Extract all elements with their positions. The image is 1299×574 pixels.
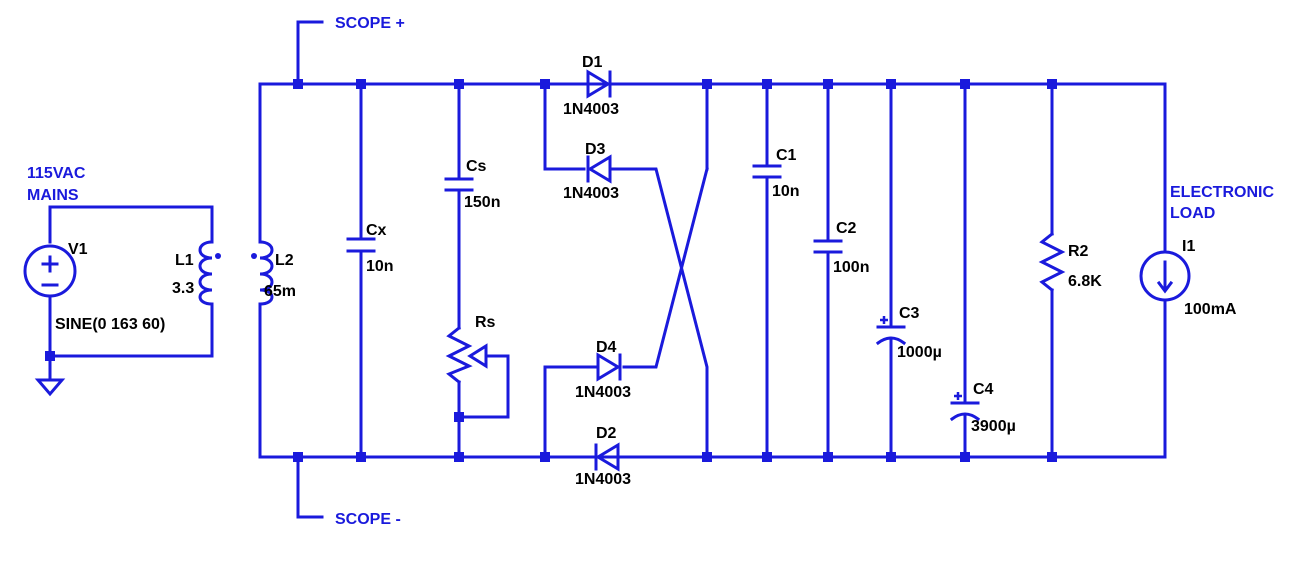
diode-d1: [586, 69, 612, 99]
c3-name: C3: [899, 305, 920, 322]
i1-name: I1: [1182, 238, 1195, 255]
capacitor-cx: [346, 82, 376, 459]
diode-d3: [586, 154, 612, 184]
junction-dot: [702, 79, 712, 89]
d2-name: D2: [596, 425, 617, 442]
inductor-l1: [198, 240, 221, 306]
primary-top-wire: [48, 205, 214, 244]
main-rails: L2 65m SCOPE + SCOPE -: [251, 15, 1167, 528]
diode-d2: [594, 442, 620, 472]
junction-dots: [293, 79, 1057, 462]
diode-d4: [596, 352, 622, 382]
junction-dot: [823, 452, 833, 462]
scope-minus-label: SCOPE -: [335, 511, 401, 528]
cs-name: Cs: [466, 158, 487, 175]
voltage-source-v1: [23, 244, 77, 298]
junction-dot: [454, 452, 464, 462]
d4-name: D4: [596, 339, 617, 356]
capacitor-c4: [949, 82, 981, 459]
junction-dot: [886, 79, 896, 89]
d2-value: 1N4003: [575, 471, 631, 488]
rs-name: Rs: [475, 314, 496, 331]
cs-value: 150n: [464, 194, 500, 211]
c2-name: C2: [836, 220, 857, 237]
cx-name: Cx: [366, 222, 387, 239]
junction-dot: [960, 452, 970, 462]
ground-symbol: [34, 378, 66, 397]
load-label-line2: LOAD: [1170, 205, 1215, 222]
d3-name: D3: [585, 141, 606, 158]
c2-value: 100n: [833, 259, 869, 276]
bridge-wiring: [543, 82, 709, 459]
capacitor-c1: [752, 82, 782, 459]
junction-dot: [1047, 452, 1057, 462]
scope-minus-wire: [296, 455, 324, 519]
d1-value: 1N4003: [563, 101, 619, 118]
primary-circuit: 115VAC MAINS V1 SINE(0 163 60) L1 3.3: [23, 165, 221, 397]
junction-dot: [356, 452, 366, 462]
v1-value: SINE(0 163 60): [55, 316, 165, 333]
capacitor-c2: [813, 82, 843, 459]
scope-plus-label: SCOPE +: [335, 15, 405, 32]
junction-dot: [762, 79, 772, 89]
d3-value: 1N4003: [563, 185, 619, 202]
junction-dot: [293, 79, 303, 89]
junction-dot: [540, 452, 550, 462]
load-label-line1: ELECTRONIC: [1170, 184, 1274, 201]
c1-name: C1: [776, 147, 797, 164]
inductor-l2: [251, 240, 274, 306]
l1-value: 3.3: [172, 280, 194, 297]
junction-dot: [762, 452, 772, 462]
c3-value: 1000µ: [897, 344, 942, 361]
variable-resistor-rs: [445, 325, 510, 459]
r2-value: 6.8K: [1068, 273, 1102, 290]
l2-name: L2: [275, 252, 294, 269]
current-source-i1: [1139, 82, 1191, 459]
l1-name: L1: [175, 252, 194, 269]
d4-value: 1N4003: [575, 384, 631, 401]
scope-plus-wire: [296, 20, 324, 86]
c4-value: 3900µ: [971, 418, 1016, 435]
junction-dot: [886, 452, 896, 462]
primary-bottom-wire: [48, 296, 214, 358]
mains-label-line2: MAINS: [27, 187, 79, 204]
c1-value: 10n: [772, 183, 800, 200]
junction-dot: [540, 79, 550, 89]
junction-dot: [1047, 79, 1057, 89]
c4-name: C4: [973, 381, 994, 398]
v1-name: V1: [68, 241, 88, 258]
junction-dot: [454, 412, 464, 422]
resistor-r2: [1038, 82, 1066, 459]
i1-value: 100mA: [1184, 301, 1237, 318]
junction-dot: [293, 452, 303, 462]
d1-name: D1: [582, 54, 603, 71]
mains-label-line1: 115VAC: [27, 165, 86, 182]
junction-dot: [960, 79, 970, 89]
junction-dot: [702, 452, 712, 462]
l2-value: 65m: [264, 283, 296, 300]
junction-dot: [356, 79, 366, 89]
capacitor-c3: [875, 82, 907, 459]
junction-dot: [823, 79, 833, 89]
cx-value: 10n: [366, 258, 394, 275]
r2-name: R2: [1068, 243, 1089, 260]
capacitor-cs: [444, 82, 474, 330]
junction-dot: [45, 351, 55, 361]
junction-dot: [454, 79, 464, 89]
